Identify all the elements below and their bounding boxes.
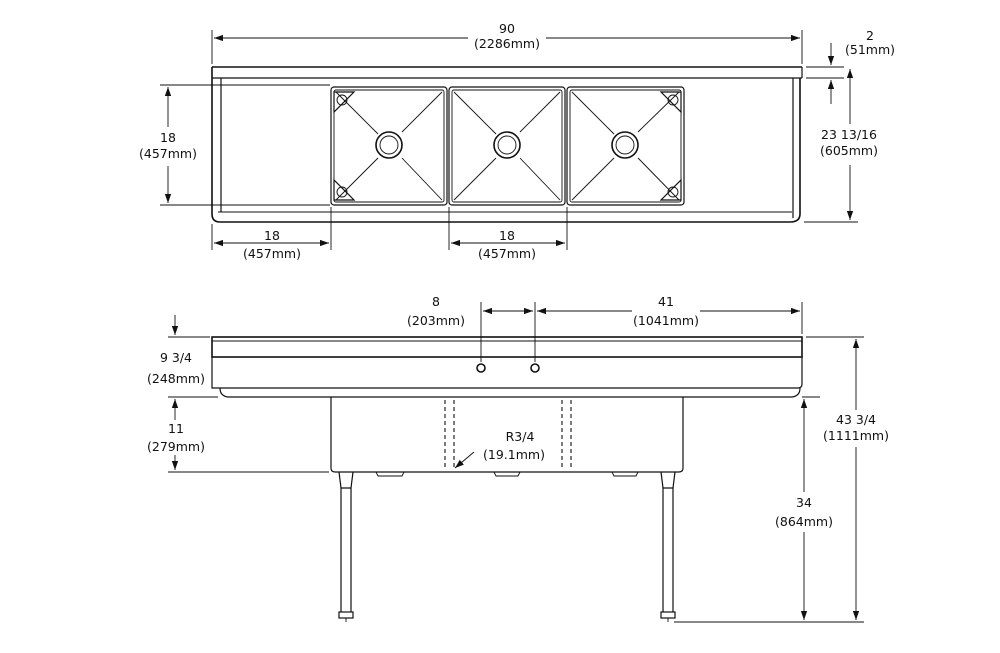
faucet-hole-1	[476, 363, 486, 373]
bowl-1	[330, 86, 448, 206]
front-view-top	[211, 336, 803, 398]
bowl-depth-metric: (279mm)	[147, 439, 205, 454]
front-to-back-value: 18	[160, 130, 176, 145]
dim-backsplash: 2 (51mm)	[806, 28, 895, 104]
bowl-width-value: 18	[499, 228, 515, 243]
drain-3	[611, 131, 639, 159]
faucet-spacing-value: 8	[432, 294, 440, 309]
bowl-depth-value: 11	[168, 421, 184, 436]
backsplash-value: 2	[866, 28, 874, 43]
dim-front-to-back: 18 (457mm)	[139, 84, 330, 206]
front-to-back-metric: (457mm)	[139, 146, 197, 161]
overall-height-metric: (1111mm)	[823, 428, 889, 443]
corner-radius-value: R3/4	[506, 429, 535, 444]
dim-splash-height: 9 3/4 (248mm)	[147, 315, 218, 398]
work-height-value: 34	[796, 495, 812, 510]
work-height-metric: (864mm)	[775, 514, 833, 529]
dim-bowl-width: 18 (457mm)	[448, 207, 568, 261]
dim-overall-height: 43 3/4 (1111mm)	[674, 336, 889, 623]
leg-left	[338, 471, 354, 622]
dim-work-height: 34 (864mm)	[775, 396, 833, 620]
faucet-spacing-metric: (203mm)	[407, 313, 465, 328]
leg-right	[660, 471, 676, 622]
front-view: 8 (203mm) 41 (1041mm) 9 3/4 (248mm) 11 (…	[147, 294, 889, 623]
overall-length-value: 90	[499, 21, 515, 36]
callout-corner-radius: R3/4 (19.1mm)	[454, 429, 545, 469]
splash-height-value: 9 3/4	[160, 350, 192, 365]
bowl-2	[448, 86, 566, 206]
dim-faucet-spacing: 8 (203mm)	[407, 294, 803, 362]
front-view-bowls	[330, 397, 684, 477]
dim-overall-length: 90 (2286mm)	[211, 21, 803, 64]
faucet-offset-metric: (1041mm)	[633, 313, 699, 328]
bowl-3	[566, 86, 685, 206]
splash-height-metric: (248mm)	[147, 371, 205, 386]
overall-depth-metric: (605mm)	[820, 143, 878, 158]
top-view-outline	[211, 66, 803, 223]
overall-height-value: 43 3/4	[836, 412, 876, 427]
corner-radius-metric: (19.1mm)	[483, 447, 545, 462]
faucet-hole-2	[530, 363, 540, 373]
dim-bowl-depth: 11 (279mm)	[147, 399, 329, 473]
backsplash-metric: (51mm)	[845, 42, 895, 57]
top-view: 90 (2286mm) 2 (51mm) 23 13/16 (605mm) 1	[139, 21, 895, 261]
overall-depth-value: 23 13/16	[821, 127, 877, 142]
drain-2	[493, 131, 521, 159]
drainboard-metric: (457mm)	[243, 246, 301, 261]
bowl-width-metric: (457mm)	[478, 246, 536, 261]
faucet-offset-value: 41	[658, 294, 674, 309]
dim-faucet-offset: 41 (1041mm)	[537, 294, 800, 328]
overall-length-metric: (2286mm)	[474, 36, 540, 51]
drain-1	[375, 131, 403, 159]
dim-overall-depth: 23 13/16 (605mm)	[804, 69, 878, 223]
drainboard-value: 18	[264, 228, 280, 243]
dim-drainboard: 18 (457mm)	[211, 207, 332, 261]
